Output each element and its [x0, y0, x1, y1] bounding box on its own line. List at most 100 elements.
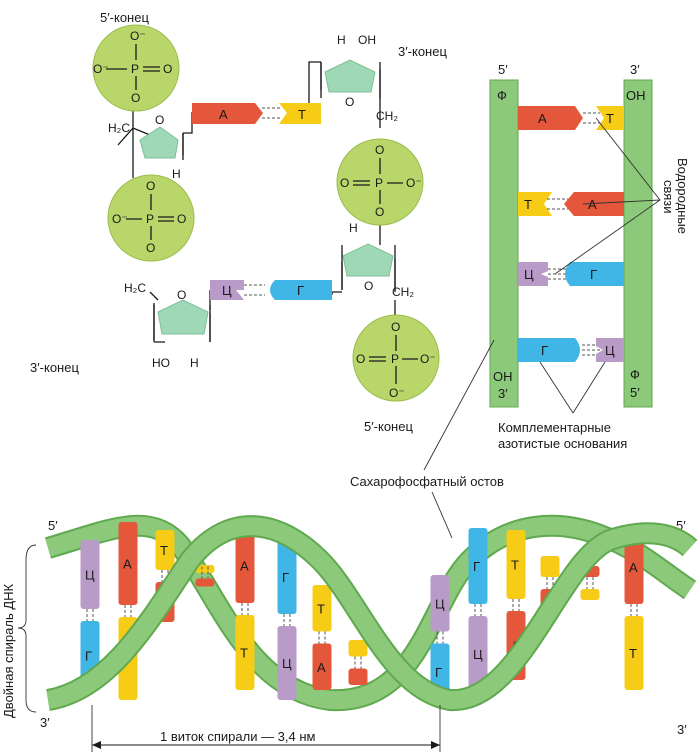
svg-text:OH: OH [626, 88, 646, 103]
nucleotide-structure: 5′-конец 3′-конец 3′-конец 5′-конец O⁻ O… [30, 10, 447, 434]
phosphate-group-3: O O P O⁻ O [336, 138, 424, 226]
svg-text:O⁻: O⁻ [389, 386, 405, 400]
base-pair-c-g-bottom: Ц Г [210, 280, 332, 300]
helix-base-bottom [195, 578, 215, 587]
helix-base-top-label: А [123, 557, 132, 572]
svg-text:O⁻: O⁻ [420, 352, 436, 366]
five-prime-end-top-label: 5′-конец [100, 10, 149, 25]
svg-text:Т: Т [298, 107, 306, 122]
base-pair-a-t-top: А Т [192, 103, 321, 124]
svg-text:Г: Г [297, 283, 304, 298]
svg-text:O: O [391, 320, 400, 334]
helix-base-bottom [468, 616, 488, 692]
pitch-label: 1 виток спирали — 3,4 нм [160, 729, 316, 744]
helix-base-top [235, 528, 255, 603]
helix-pair-13: АТ [624, 530, 644, 690]
complementary-label-2: азотистые основания [498, 436, 627, 451]
helix-base-top-label: Т [160, 543, 168, 558]
helix-base-top-label: Ц [85, 568, 95, 583]
svg-text:Т: Т [524, 197, 532, 212]
svg-text:O: O [155, 113, 164, 127]
helix-base-top [195, 565, 215, 573]
helix-pair-5: ГЦ [277, 540, 297, 700]
helix-base-bottom-label: Ц [473, 647, 483, 662]
helix-base-bottom-label: Г [435, 665, 442, 680]
svg-text:5′: 5′ [498, 62, 508, 77]
svg-text:H₂C: H₂C [108, 121, 130, 135]
three-prime-end-bottom-label: 3′-конец [30, 360, 79, 375]
sugar-ring-2: O H₂C HO H [124, 281, 211, 370]
svg-text:Ц: Ц [605, 343, 615, 358]
hydrogen-bonds-label: Водородныесвязи [661, 158, 690, 234]
svg-text:Ц: Ц [524, 267, 534, 282]
svg-text:O: O [375, 143, 384, 157]
svg-text:OH: OH [493, 369, 513, 384]
svg-text:CH₂: CH₂ [392, 285, 414, 299]
svg-text:А: А [219, 107, 228, 122]
svg-text:3′: 3′ [677, 722, 687, 737]
helix-base-top-label: Ц [435, 596, 445, 611]
svg-text:HO: HO [152, 356, 170, 370]
helix-base-bottom [235, 615, 255, 690]
svg-text:А: А [538, 111, 547, 126]
svg-text:O⁻: O⁻ [112, 212, 128, 226]
ladder-pair-g-c: Г Ц [518, 338, 624, 362]
helix-pair-4: АТ [235, 528, 255, 690]
svg-text:O⁻: O⁻ [93, 62, 109, 76]
sugar-ring-4: H O CH₂ [341, 221, 414, 299]
svg-text:O: O [356, 352, 365, 366]
svg-text:O: O [146, 241, 155, 255]
five-prime-end-bottom-label: 5′-конец [364, 419, 413, 434]
svg-text:Ф: Ф [630, 367, 640, 382]
sugar-ring-1: O H₂C H [108, 113, 184, 181]
sugar-ring-3: H OH O CH₂ [320, 33, 398, 123]
svg-text:5′: 5′ [48, 518, 58, 533]
helix-base-top [80, 540, 100, 609]
phosphate-group-1: O⁻ O⁻ P O O [92, 24, 180, 112]
svg-text:5′: 5′ [676, 518, 686, 533]
helix-base-top-label: Т [317, 601, 325, 616]
helix-base-top [506, 530, 526, 599]
svg-text:Ц: Ц [222, 283, 232, 298]
svg-text:O⁻: O⁻ [130, 29, 146, 43]
svg-text:P: P [375, 176, 383, 190]
helix-base-top-label: А [240, 559, 249, 574]
svg-text:CH₂: CH₂ [376, 109, 398, 123]
ladder-pair-a-t: А Т [518, 106, 624, 130]
svg-text:H: H [349, 221, 358, 235]
svg-text:3′: 3′ [498, 386, 508, 401]
helix-pair-1: АТ [118, 522, 138, 700]
helix-base-top-label: Т [511, 558, 519, 573]
phosphate-group-2: O O⁻ P O O [107, 174, 195, 262]
ladder-pair-c-g: Ц Г [518, 262, 624, 286]
svg-text:O: O [375, 205, 384, 219]
helix-base-top-label: А [629, 560, 638, 575]
helix-base-bottom [580, 589, 600, 600]
helix-base-bottom-label: А [317, 660, 326, 675]
helix-base-bottom-label: Ц [282, 656, 292, 671]
svg-text:H: H [337, 33, 346, 47]
complementary-label-1: Комплементарные [498, 420, 611, 435]
svg-text:3′: 3′ [40, 715, 50, 730]
svg-text:OH: OH [358, 33, 376, 47]
helix-pair-3 [195, 565, 215, 587]
helix-base-bottom [624, 616, 644, 690]
svg-text:Т: Т [606, 111, 614, 126]
svg-text:P: P [146, 212, 154, 226]
helix-base-bottom-label: Г [85, 649, 92, 664]
svg-text:H₂C: H₂C [124, 281, 146, 295]
helix-base-top [155, 530, 175, 570]
svg-text:Г: Г [590, 267, 597, 282]
helix-base-top-label: Г [473, 559, 480, 574]
svg-text:5′: 5′ [630, 385, 640, 400]
helix-base-bottom-label: Т [240, 646, 248, 661]
ladder-right-strand [623, 79, 653, 408]
svg-text:3′: 3′ [630, 62, 640, 77]
svg-text:O: O [131, 91, 140, 105]
svg-text:O: O [146, 179, 155, 193]
svg-text:P: P [391, 352, 399, 366]
helix-base-bottom [312, 643, 332, 690]
double-helix-label: Двойная спираль ДНК [1, 583, 16, 718]
helix-base-top [430, 575, 450, 632]
